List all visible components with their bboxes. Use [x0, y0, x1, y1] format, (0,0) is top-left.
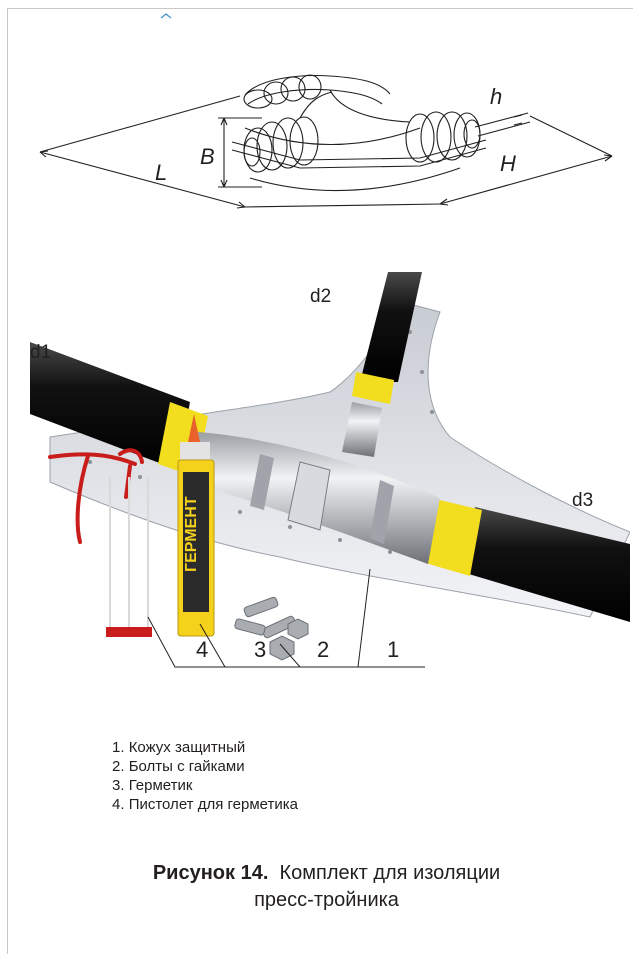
legend-item: 2. Болты с гайками: [112, 757, 298, 776]
legend-item-number: 4.: [112, 796, 125, 813]
pipe-d1-label: d1: [30, 342, 51, 363]
dimension-H-label: H: [500, 151, 516, 176]
legend-item-text: Герметик: [128, 777, 193, 794]
callout-number: 2: [317, 637, 329, 662]
dimension-L-label: L: [155, 160, 167, 185]
legend-item: 3. Герметик: [112, 776, 298, 795]
arrow-up-icon: [160, 13, 172, 19]
figure-caption: Рисунок 14. Комплект для изоляции пресс-…: [20, 860, 633, 914]
legend-item-number: 2.: [112, 758, 125, 775]
caption-title-2: пресс-тройника: [254, 889, 399, 911]
caption-line-1: Рисунок 14. Комплект для изоляции: [20, 860, 633, 887]
page-frame-left: [7, 8, 8, 954]
legend-item-text: Пистолет для герметика: [128, 796, 298, 813]
insulation-kit-photo: ГЕРМЕНТ 4 3 2 1 d1 d2 d3: [30, 272, 630, 668]
dimension-B-label: B: [200, 144, 215, 169]
sealant-tube-label: ГЕРМЕНТ: [183, 496, 200, 572]
pipe-d2-label: d2: [310, 286, 331, 307]
dimension-h-label: h: [490, 84, 502, 109]
legend-item-number: 3.: [112, 777, 125, 794]
callout-number: 3: [254, 637, 266, 662]
legend-item-text: Болты с гайками: [128, 758, 245, 775]
caption-title-1: Комплект для изоляции: [279, 862, 501, 884]
legend-item: 4. Пистолет для герметика: [112, 795, 298, 814]
legend-item-text: Кожух защитный: [128, 739, 246, 756]
page-frame-top: [7, 8, 633, 9]
callout-number: 1: [387, 637, 399, 662]
tee-shell-dimension-diagram: L B H h: [39, 74, 613, 209]
legend-item-number: 1.: [112, 739, 125, 756]
legend-item: 1. Кожух защитный: [112, 738, 298, 757]
pipe-d3-label: d3: [572, 490, 593, 511]
figure-number: Рисунок 14.: [152, 862, 269, 884]
callout-number: 4: [196, 637, 208, 662]
parts-legend: 1. Кожух защитный 2. Болты с гайками 3. …: [112, 738, 298, 814]
